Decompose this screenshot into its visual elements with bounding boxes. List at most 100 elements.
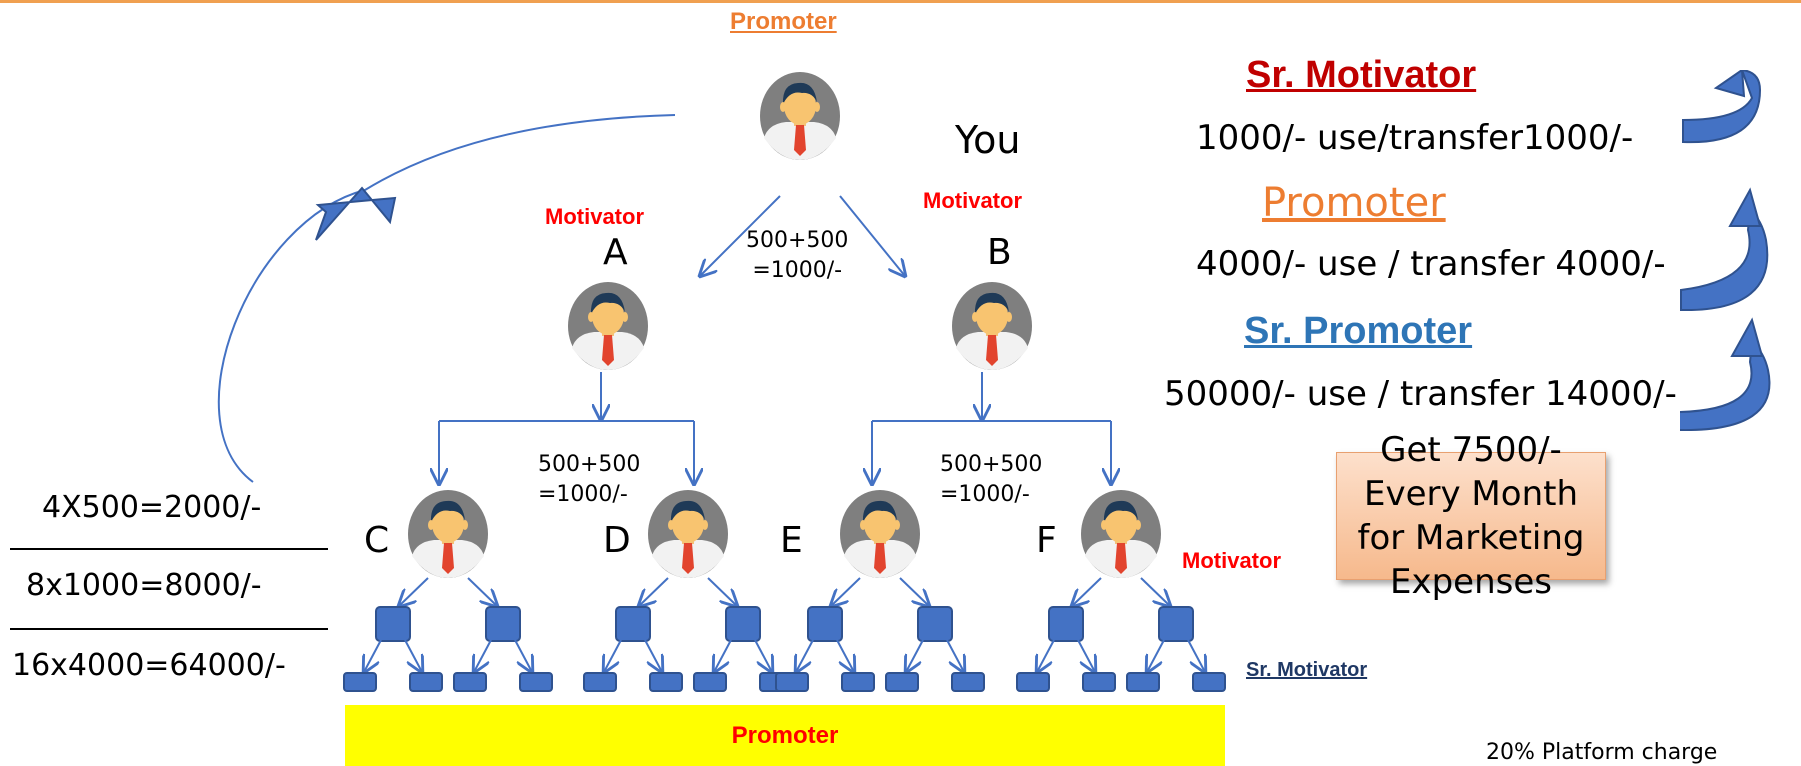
earnings-row-2: 8x1000=8000/- <box>26 568 262 603</box>
split-top: 500+500 =1000/- <box>746 226 848 286</box>
top-promoter-label: Promoter <box>730 8 837 35</box>
curve-arrow-3 <box>1680 317 1771 431</box>
split-right: 500+500 =1000/- <box>940 450 1042 510</box>
tree-arrow <box>604 639 622 672</box>
tree-arrow <box>1147 639 1165 672</box>
tree-arrow <box>399 577 429 606</box>
avatar-d <box>648 490 728 578</box>
downline-node <box>807 606 843 642</box>
tree-arrow <box>639 577 669 606</box>
downline-leaf <box>453 672 487 692</box>
rule-text-promoter: 4000/- use / transfer 4000/- <box>1196 244 1666 284</box>
platform-charge-note: 20% Platform charge <box>1486 740 1718 765</box>
tree-arrow <box>754 639 772 672</box>
sr-motivator-label: Sr. Motivator <box>1246 659 1368 681</box>
downline-leaf <box>775 672 809 692</box>
tree-arrow <box>1077 639 1095 672</box>
downline-leaf <box>1082 672 1116 692</box>
tree-arrow <box>707 577 737 606</box>
tree-arrow <box>474 639 492 672</box>
rule-title-promoter: Promoter <box>1262 180 1446 226</box>
node-f-letter: F <box>1036 520 1057 561</box>
tree-arrow <box>364 639 382 672</box>
tree-arrow <box>836 639 854 672</box>
tree-arrow <box>404 639 422 672</box>
tree-arrow <box>714 639 732 672</box>
avatar-e <box>840 490 920 578</box>
monthly-box-line2: for Marketing Expenses <box>1357 518 1585 602</box>
avatar-b <box>952 282 1032 370</box>
you-label: You <box>955 118 1021 162</box>
monthly-expenses-box: Get 7500/- Every Month for Marketing Exp… <box>1336 430 1606 602</box>
avatar-a <box>568 282 648 370</box>
split-right-line1: 500+500 <box>940 452 1043 477</box>
tree-arrow <box>946 639 964 672</box>
downline-node <box>725 606 761 642</box>
avatar-c <box>408 490 488 578</box>
top-border <box>0 0 1801 3</box>
split-right-line2: =1000/- <box>940 482 1030 507</box>
downline-node <box>1158 606 1194 642</box>
downline-leaf <box>951 672 985 692</box>
avatar-f <box>1081 490 1161 578</box>
tree-arrow <box>467 577 497 606</box>
curve-arrow-1 <box>1682 70 1762 144</box>
split-left-line1: 500+500 <box>538 452 641 477</box>
tree-arrow <box>796 639 814 672</box>
downline-node <box>1048 606 1084 642</box>
tree-arrow <box>1037 639 1055 672</box>
downline-node <box>615 606 651 642</box>
tree-arrow <box>514 639 532 672</box>
motivator-label-f: Motivator <box>1182 548 1281 573</box>
tree-arrow <box>1072 577 1102 606</box>
downline-leaf <box>1016 672 1050 692</box>
downline-leaf <box>841 672 875 692</box>
footer-promoter-bar: Promoter <box>345 705 1225 766</box>
rule-text-sr-promoter: 50000/- use / transfer 14000/- <box>1164 374 1677 414</box>
rule-title-sr-promoter: Sr. Promoter <box>1244 310 1473 352</box>
split-top-line2: =1000/- <box>752 258 843 283</box>
downline-node <box>917 606 953 642</box>
downline-leaf <box>885 672 919 692</box>
downline-node <box>485 606 521 642</box>
footer-promoter-label: Promoter <box>731 721 839 749</box>
downline-leaf <box>693 672 727 692</box>
downline-leaf <box>409 672 443 692</box>
node-e-letter: E <box>780 520 803 561</box>
downline-leaf <box>519 672 553 692</box>
node-a-letter: A <box>603 232 628 273</box>
motivator-label-a: Motivator <box>545 204 644 229</box>
tree-arrow <box>906 639 924 672</box>
earnings-divider-1 <box>10 548 328 550</box>
tree-arrow <box>1187 639 1205 672</box>
downline-leaf <box>1192 672 1226 692</box>
node-d-letter: D <box>603 520 631 561</box>
rule-title-sr-motivator: Sr. Motivator <box>1246 54 1477 96</box>
earnings-row-3: 16x4000=64000/- <box>12 648 286 683</box>
return-arrow-head <box>315 186 397 241</box>
node-c-letter: C <box>364 520 390 561</box>
monthly-box-line1: Get 7500/- Every Month <box>1364 430 1578 514</box>
downline-leaf <box>649 672 683 692</box>
tree-arrow <box>1140 577 1170 606</box>
rule-curve-arrows <box>1680 70 1771 431</box>
earnings-divider-2 <box>10 628 328 630</box>
motivator-label-b: Motivator <box>923 188 1022 213</box>
tree-arrow <box>899 577 929 606</box>
split-left: 500+500 =1000/- <box>538 450 640 510</box>
tree-arrow <box>644 639 662 672</box>
downline-leaf <box>343 672 377 692</box>
node-b-letter: B <box>987 232 1012 273</box>
earnings-row-1: 4X500=2000/- <box>42 490 262 525</box>
curve-arrow-2 <box>1680 187 1769 312</box>
downline-leaf <box>1126 672 1160 692</box>
downline-subtrees <box>343 577 1226 692</box>
tree-arrow <box>831 577 861 606</box>
downline-node <box>375 606 411 642</box>
downline-leaf <box>583 672 617 692</box>
split-top-line1: 500+500 <box>746 228 849 253</box>
rule-text-sr-motivator: 1000/- use/transfer1000/- <box>1196 118 1634 158</box>
split-left-line2: =1000/- <box>538 482 628 507</box>
avatar-you <box>760 72 840 160</box>
